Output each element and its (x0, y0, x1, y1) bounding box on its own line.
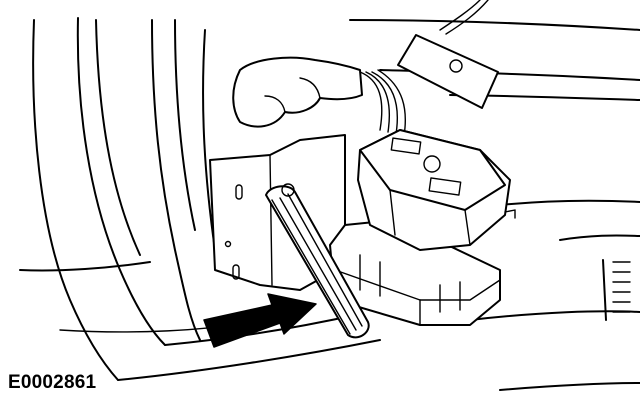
connector-plug (397, 34, 499, 109)
electronic-module (357, 129, 516, 251)
hand (232, 56, 363, 128)
wire-harness (359, 0, 489, 137)
arrow-right-icon (203, 293, 317, 348)
figure-id-label: E0002861 (8, 372, 97, 393)
pry-tool (265, 183, 370, 339)
module-tray (329, 219, 501, 326)
